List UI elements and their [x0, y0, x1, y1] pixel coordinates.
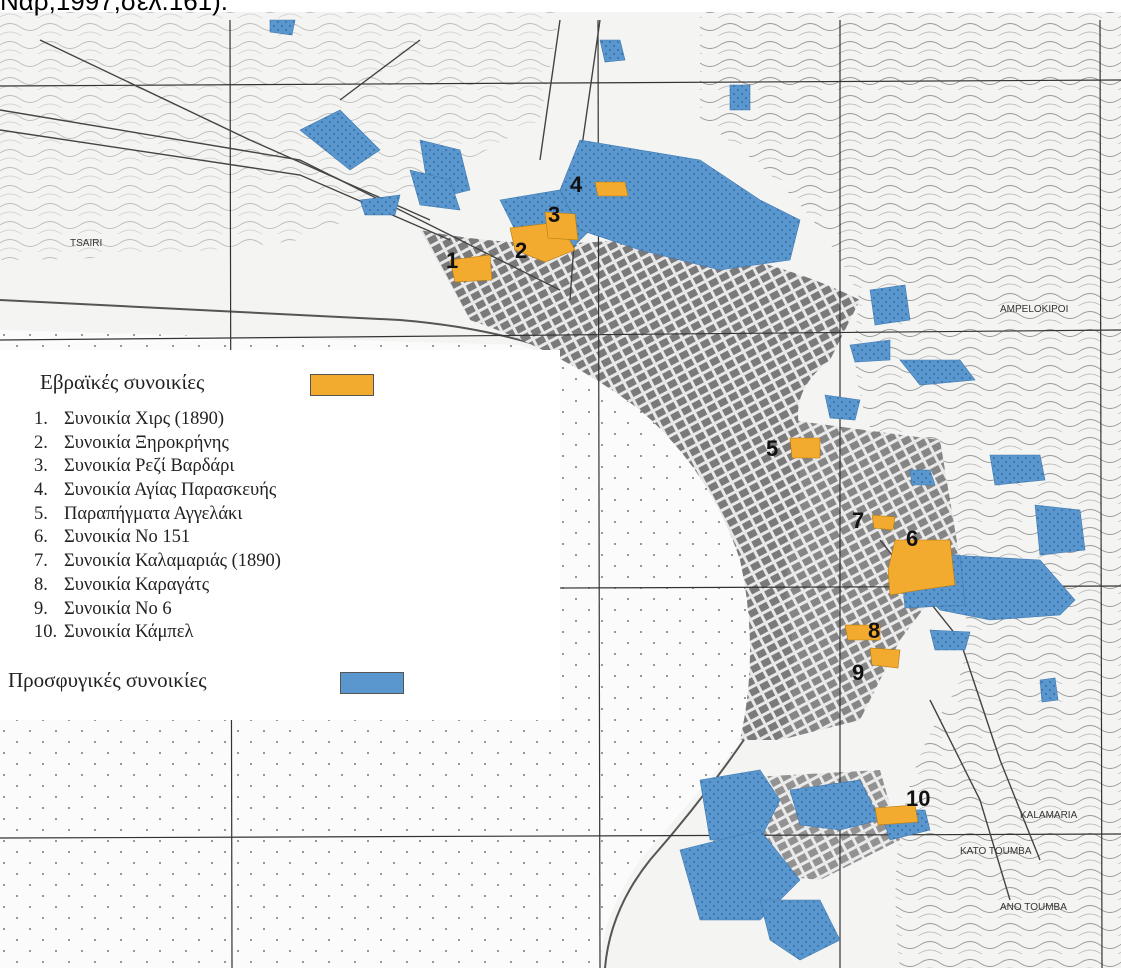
legend-refugee-title: Προσφυγικές συνοικίες	[8, 668, 207, 692]
east-blocks	[780, 420, 960, 740]
place-label-ano-toumba: ANO TOUMBA	[1000, 902, 1067, 913]
area-numbers: 1 2 3 4 5 6 7 8 9 10	[446, 172, 930, 811]
legend-item: 9.Συνοικία Νο 6	[34, 598, 172, 619]
legend-item: 6.Συνοικία Νο 151	[34, 527, 191, 548]
place-label-kato-toumba: KATO TOUMBA	[960, 846, 1032, 857]
map-legend: Εβραϊκές συνοικίες 1.Συνοικία Χιρς (1890…	[0, 350, 560, 720]
legend-jewish-title: Εβραϊκές συνοικίες	[40, 370, 205, 394]
map-number-4: 4	[570, 172, 583, 197]
place-label-tsairi: TSAIRI	[70, 238, 102, 249]
legend-jewish-swatch	[310, 374, 374, 396]
nw-terrain	[0, 12, 560, 260]
legend-item: 5.Παραπήγματα Αγγελάκι	[34, 503, 243, 524]
legend-item: 7.Συνοικία Καλαμαριάς (1890)	[34, 551, 281, 572]
city-blocks	[420, 230, 860, 740]
place-label-kalamaria: KALAMARIA	[1020, 810, 1078, 821]
legend-item: 10.Συνοικία Κάμπελ	[34, 622, 194, 643]
map-number-8: 8	[868, 618, 880, 643]
legend-item: 2.Συνοικία Ξηροκρήνης	[34, 432, 229, 453]
legend-item: 4.Συνοικία Αγίας Παρασκευής	[34, 480, 277, 501]
legend-item: 8.Συνοικία Καραγάτς	[34, 574, 210, 595]
map-number-7: 7	[852, 508, 864, 533]
jewish-areas	[449, 181, 956, 826]
map-number-9: 9	[852, 660, 864, 685]
map-number-10: 10	[906, 786, 930, 811]
map-number-1: 1	[446, 248, 458, 273]
map-number-6: 6	[906, 526, 918, 551]
map-number-3: 3	[548, 202, 560, 227]
caption-text: Ναρ,1997,σελ.161).	[0, 0, 229, 16]
map-number-5: 5	[766, 436, 778, 461]
legend-list: 1.Συνοικία Χιρς (1890) 2.Συνοικία Ξηροκρ…	[34, 408, 281, 645]
legend-refugee-swatch	[340, 672, 404, 694]
place-label-ampelokipoi: AMPELOKIPOI	[1000, 304, 1068, 315]
map-number-2: 2	[515, 238, 527, 263]
legend-item: 3.Συνοικία Ρεζί Βαρδάρι	[34, 456, 235, 477]
place-labels: TSAIRI AMPELOKIPOI KALAMARIA KATO TOUMBA…	[70, 238, 1078, 913]
legend-item: 1.Συνοικία Χιρς (1890)	[34, 409, 224, 429]
